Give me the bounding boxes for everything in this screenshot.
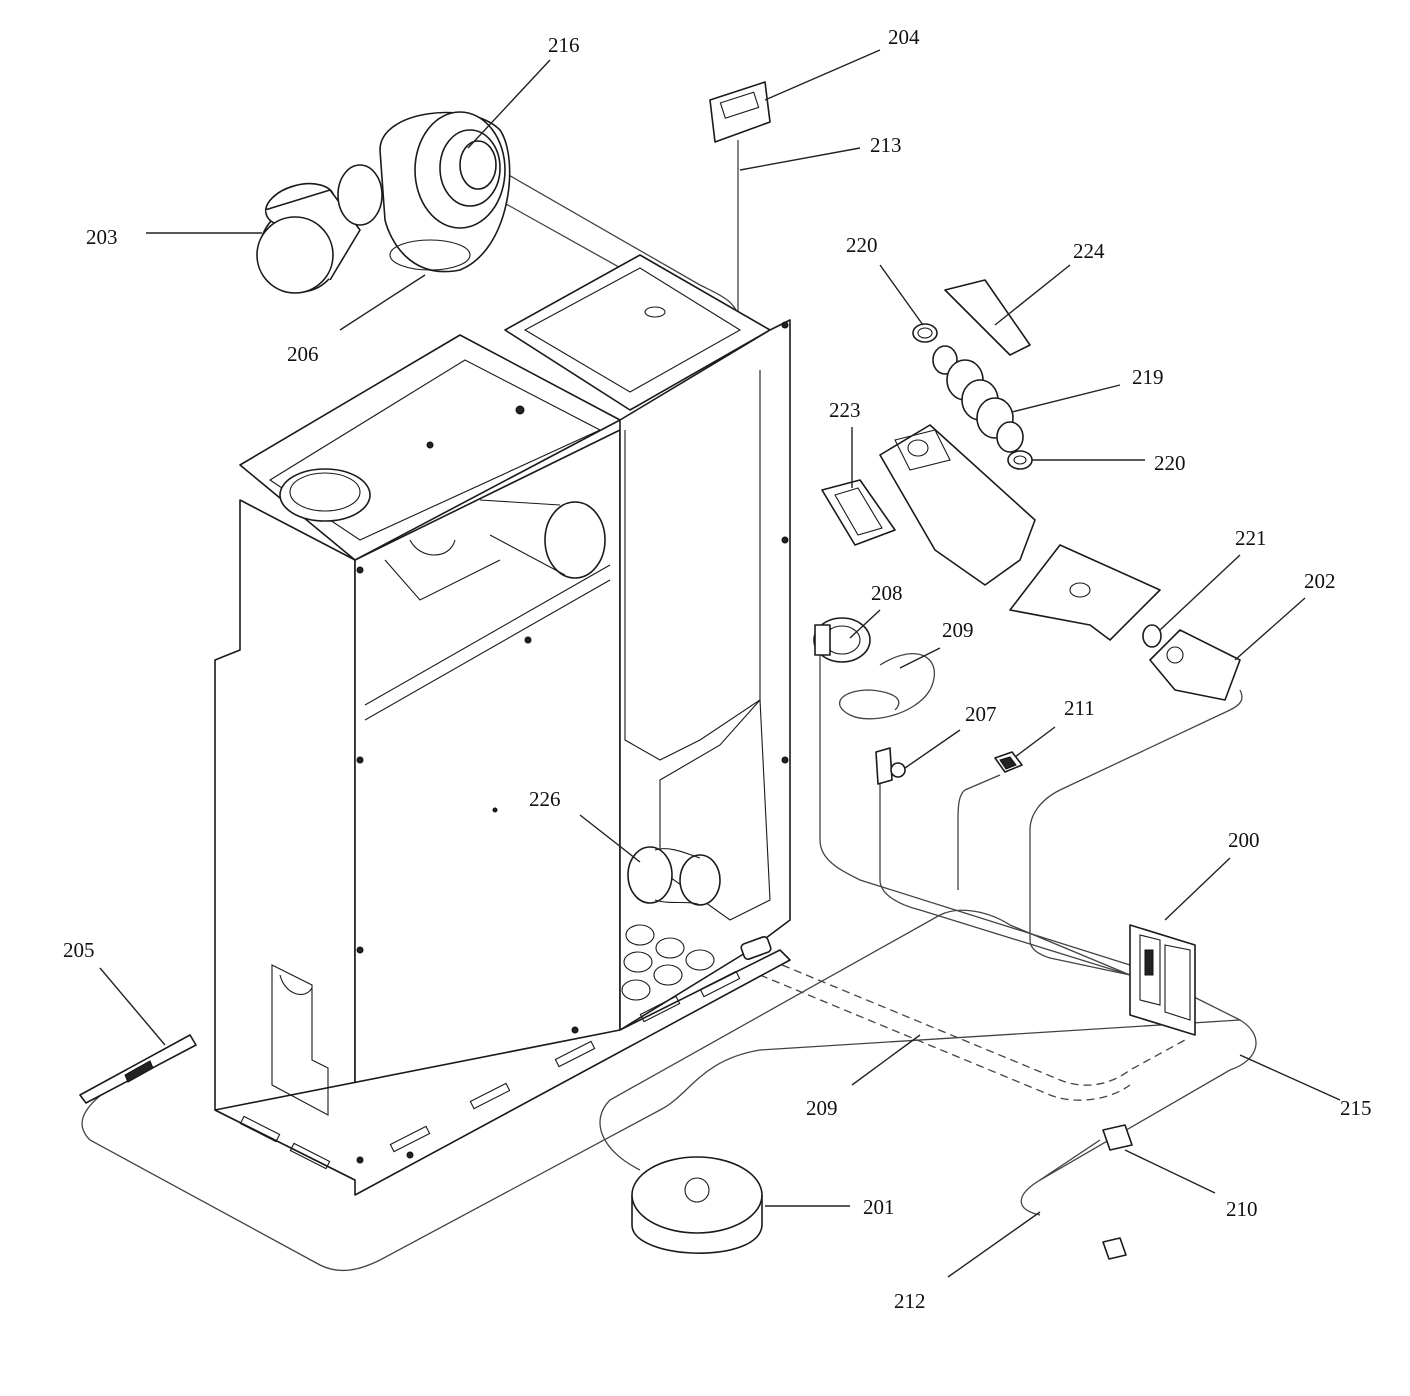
cable-210 — [1039, 1139, 1101, 1181]
leader-226 — [579, 814, 641, 863]
leader-205 — [99, 967, 166, 1046]
part-224-cover-plate — [944, 279, 1031, 356]
pressure-tube-dashed — [769, 959, 1186, 1086]
hopper-lid-hole — [644, 306, 666, 318]
part-202-gear-motor — [1149, 629, 1241, 701]
cable-207 — [879, 780, 1131, 976]
motor-bracket — [1009, 544, 1161, 641]
leader-221 — [1159, 554, 1241, 631]
base-vents — [239, 970, 741, 1170]
stove-body — [214, 254, 791, 1196]
callout-212: 212 — [894, 1289, 926, 1313]
callout-204: 204 — [888, 25, 920, 49]
part-223-gasket — [821, 479, 896, 546]
pressure-tube-spiral — [838, 653, 936, 720]
leader-224 — [994, 264, 1071, 326]
front-panel-seam — [364, 579, 611, 721]
rear-connector — [740, 936, 772, 960]
callout-220-bottom: 220 — [1154, 451, 1186, 475]
part-210-switch — [1102, 1124, 1133, 1151]
cable-to-fan — [599, 909, 1131, 1171]
part-201-room-fan — [631, 1156, 763, 1254]
hopper-lid-inner — [523, 267, 742, 393]
leader-216 — [467, 59, 551, 149]
callout-224: 224 — [1073, 239, 1105, 263]
part-203-flue-elbow — [256, 164, 383, 294]
cable-211 — [957, 774, 1001, 890]
part-220-bushing-bottom — [1007, 450, 1033, 470]
callout-211: 211 — [1064, 696, 1095, 720]
internal-duct-2 — [384, 539, 501, 601]
side-panel-handle — [279, 974, 313, 995]
callout-206: 206 — [287, 342, 319, 366]
leader-215 — [1239, 1054, 1341, 1101]
leader-lines — [99, 49, 1341, 1278]
callout-219: 219 — [1132, 365, 1164, 389]
part-226-elbow-pipe — [627, 846, 721, 906]
internal-duct-body — [479, 499, 566, 576]
front-panel-seam-2 — [364, 564, 611, 706]
leader-212 — [947, 1211, 1041, 1278]
callout-208: 208 — [871, 581, 903, 605]
side-panel-cutout — [271, 964, 329, 1116]
callout-216: 216 — [548, 33, 580, 57]
leader-202 — [1234, 597, 1306, 661]
leader-204 — [764, 49, 881, 101]
cable-208 — [819, 650, 1131, 966]
leader-209b — [851, 1034, 921, 1086]
leader-211 — [1014, 726, 1056, 758]
leader-219 — [1011, 384, 1121, 413]
leader-206 — [339, 274, 426, 331]
leader-210 — [1124, 1149, 1216, 1194]
cable-202 — [1029, 689, 1243, 976]
cable-215 — [1020, 994, 1257, 1216]
callout-209-top: 209 — [942, 618, 974, 642]
stove-base — [214, 949, 791, 1196]
callout-labels: 216 204 213 203 206 220 224 219 223 220 … — [63, 25, 1372, 1313]
callout-203: 203 — [86, 225, 118, 249]
part-216-smoke-fan — [379, 111, 511, 273]
callout-213: 213 — [870, 133, 902, 157]
part-211-relay — [994, 751, 1023, 773]
auger-housing — [879, 424, 1036, 586]
part-221-washer — [1142, 624, 1162, 648]
callout-223: 223 — [829, 398, 861, 422]
callout-205: 205 — [63, 938, 95, 962]
callout-210: 210 — [1226, 1197, 1258, 1221]
part-219-auger — [932, 345, 1024, 453]
part-204-display — [709, 81, 771, 143]
part-220-bushing-top — [912, 323, 938, 343]
internal-duct — [544, 501, 606, 579]
part-205-igniter — [79, 1034, 197, 1104]
callout-215: 215 — [1340, 1096, 1372, 1120]
leader-208 — [849, 609, 881, 639]
leader-200 — [1164, 857, 1231, 921]
leader-207 — [904, 729, 961, 769]
leader-220a — [879, 264, 924, 326]
callout-226: 226 — [529, 787, 561, 811]
leader-209a — [899, 647, 941, 669]
hopper-column — [619, 319, 791, 1031]
frame-fasteners — [356, 321, 789, 1164]
part-200-control-board — [1129, 924, 1196, 1036]
stove-left-panel — [214, 499, 356, 1181]
callout-202: 202 — [1304, 569, 1336, 593]
part-212-fuse — [1102, 1237, 1127, 1260]
callout-221: 221 — [1235, 526, 1267, 550]
ash-holes — [621, 924, 715, 1001]
callout-209-bottom: 209 — [806, 1096, 838, 1120]
part-207-thermostat — [875, 747, 906, 785]
callout-207: 207 — [965, 702, 997, 726]
callout-220-top: 220 — [846, 233, 878, 257]
callout-200: 200 — [1228, 828, 1260, 852]
hopper-column-edge — [624, 370, 761, 761]
top-flue-collar-inner — [289, 472, 361, 512]
pressure-tube-dashed-2 — [759, 974, 1131, 1101]
part-208-pressure-switch — [813, 617, 871, 663]
callout-201: 201 — [863, 1195, 895, 1219]
leader-213 — [739, 147, 861, 171]
top-flue-collar — [279, 468, 371, 522]
